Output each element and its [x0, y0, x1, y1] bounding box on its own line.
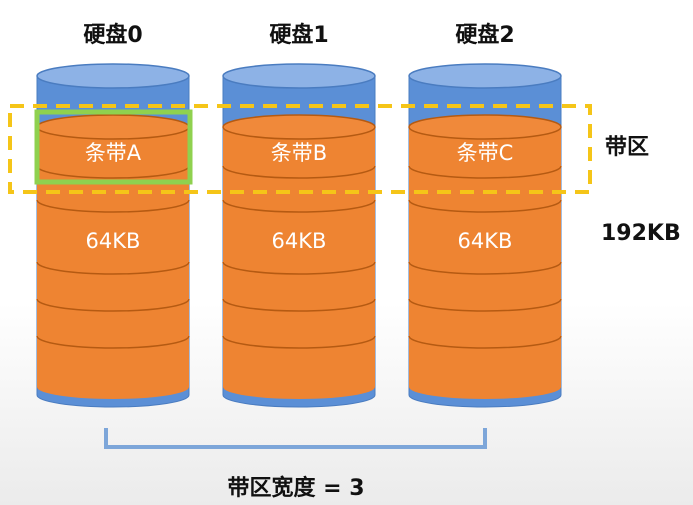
stripe-top-cap — [222, 114, 376, 140]
disk-top-cap — [408, 63, 562, 89]
segment-divider — [36, 298, 190, 312]
segment-divider — [222, 165, 376, 179]
stripe-top-cap — [36, 114, 190, 140]
stripe-top-cap — [408, 114, 562, 140]
stripe-total-size-label: 192KB — [601, 221, 681, 246]
disk-top-cap — [222, 63, 376, 89]
segment-divider — [222, 335, 376, 349]
segment-divider — [36, 199, 190, 213]
stripe-label: 条带A — [85, 141, 142, 165]
segment-divider — [36, 165, 190, 179]
segment-divider — [408, 298, 562, 312]
segment-divider — [222, 199, 376, 213]
disk-data-stack — [37, 127, 189, 399]
disk-top-cap — [36, 63, 190, 89]
disk-data-stack — [409, 127, 561, 399]
stripe-width-label: 带区宽度 = 3 — [227, 475, 364, 501]
disk-title: 硬盘2 — [455, 22, 514, 48]
segment-divider — [222, 298, 376, 312]
segment-size-label: 64KB — [86, 229, 141, 253]
segment-divider — [222, 261, 376, 275]
disk-data-stack — [223, 127, 375, 399]
stripe-a-highlight — [34, 109, 193, 185]
disk-2: 硬盘2 条带C 64KB — [408, 22, 562, 408]
stripe-region-box — [8, 104, 592, 194]
disk-1: 硬盘1 条带B 64KB — [222, 22, 376, 408]
segment-size-label: 64KB — [458, 229, 513, 253]
segment-divider — [408, 261, 562, 275]
stripe-width-bracket — [104, 428, 487, 449]
disk-title: 硬盘0 — [83, 22, 142, 48]
segment-divider — [36, 261, 190, 275]
stripe-label: 条带C — [457, 141, 514, 165]
disk-0: 硬盘0 条带A 64KB — [36, 22, 190, 408]
segment-divider — [408, 165, 562, 179]
segment-size-label: 64KB — [272, 229, 327, 253]
disk-title: 硬盘1 — [269, 22, 328, 48]
stripe-label: 条带B — [271, 141, 327, 165]
segment-divider — [408, 199, 562, 213]
stripe-region-label: 带区 — [605, 135, 649, 160]
segment-divider — [408, 335, 562, 349]
segment-divider — [36, 335, 190, 349]
